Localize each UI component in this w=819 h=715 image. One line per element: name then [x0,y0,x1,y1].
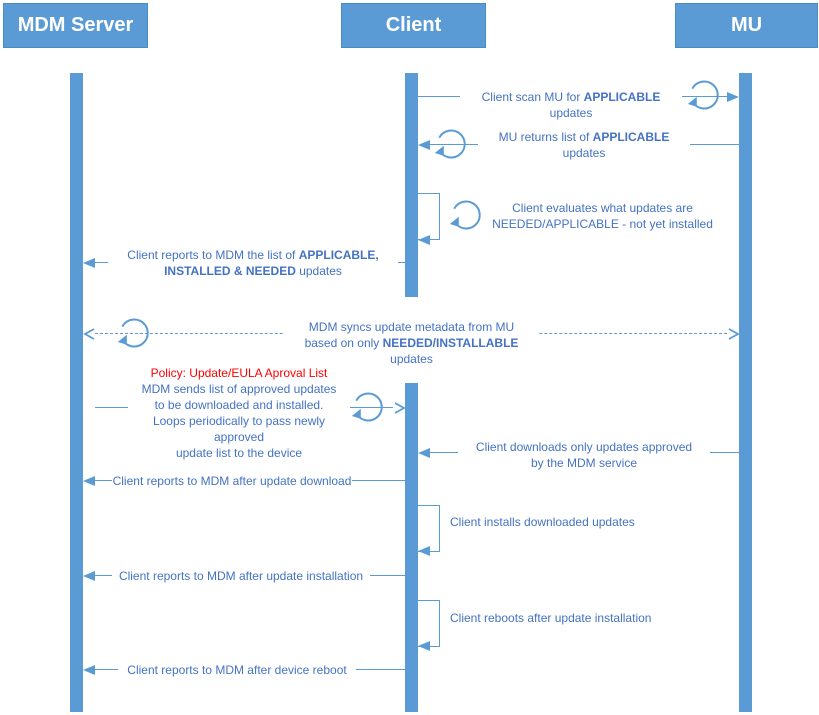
open-arrowhead-left-icon [83,328,95,340]
label-text: Client reboots after update installation [450,611,652,625]
message-label-report-reboot: Client reports to MDM after device reboo… [118,662,356,678]
arrowhead-evaluate [418,235,430,245]
self-message-bracket-reboot [418,600,440,647]
arrowhead-install [418,546,430,556]
open-arrowhead-right-icon [728,328,740,340]
message-label-downloads: Client downloads only updates approved b… [458,439,710,471]
message-label-install: Client installs downloaded updates [450,514,635,530]
arrowhead-report-reboot [83,665,95,675]
label-text: to be downloaded and installed. [154,398,324,412]
actor-mu: MU [675,3,818,48]
lifeline-client-segment-2 [405,383,418,712]
message-label-approved-updates: Policy: Update/EULA Aproval List MDM sen… [128,365,350,461]
label-text: NEEDED/APPLICABLE - not yet installed [492,217,713,231]
actor-mdm-server: MDM Server [3,3,148,48]
message-label-returns-list: MU returns list of APPLICABLE updates [478,129,690,161]
label-text: Client scan MU for [481,90,584,104]
label-text: update list to the device [175,446,303,460]
label-text-bold: APPLICABLE [583,90,661,104]
label-text: by the MDM service [530,456,638,470]
label-text: Client reports to MDM after update insta… [118,569,364,583]
label-text: MU returns list of [498,130,593,144]
loop-arrow-icon [449,200,481,230]
label-text: updates [562,146,606,160]
lifeline-mu [739,73,752,712]
self-message-bracket-evaluate [418,193,440,240]
actor-mdm-server-label: MDM Server [17,14,134,36]
arrowhead-reboot [418,641,430,651]
message-label-reboot: Client reboots after update installation [450,610,652,626]
message-label-reports-list: Client reports to MDM the list of APPLIC… [108,247,398,279]
arrowhead-downloads [418,448,430,458]
label-text: based on only [304,336,383,350]
message-label-report-download: Client reports to MDM after update downl… [112,473,352,489]
arrowhead-scan [727,92,739,102]
actor-client-label: Client [385,14,442,36]
arrowhead-report-download [83,476,95,486]
label-text: Loops periodically to pass newly approve… [152,414,326,444]
message-label-sync-metadata: MDM syncs update metadata from MU based … [284,319,539,367]
lifeline-mdm-server [70,73,83,712]
loop-arrow-icon [687,80,719,110]
label-text-bold: INSTALLED & NEEDED [164,264,296,278]
message-label-report-install: Client reports to MDM after update insta… [112,568,370,584]
label-text: Client evaluates what updates are [512,201,693,215]
loop-arrow-icon [351,392,383,422]
arrowhead-returns-list [418,140,430,150]
label-text: Client reports to MDM after device reboo… [127,663,347,677]
label-text: Client reports to MDM after update downl… [112,474,352,488]
actor-mu-label: MU [730,14,763,36]
message-label-evaluate: Client evaluates what updates are NEEDED… [490,200,715,232]
actor-client: Client [341,3,486,48]
label-text: MDM sends list of approved updates [141,382,337,396]
label-text-bold: APPLICABLE [592,130,670,144]
loop-arrow-icon [117,318,149,348]
label-text: MDM syncs update metadata from MU [308,320,515,334]
arrowhead-report-install [83,571,95,581]
label-text: updates [549,106,593,120]
label-text: Client downloads only updates approved [475,440,693,454]
open-arrowhead-right-icon [394,402,406,414]
label-text: updates [295,264,342,278]
label-text: Client reports to MDM the list of [127,248,299,262]
arrowhead-reports-list [83,258,95,268]
loop-arrow-icon [434,129,466,159]
label-text: updates [390,352,433,366]
self-message-bracket-install [418,505,440,552]
label-text: Client installs downloaded updates [450,515,635,529]
policy-title-text: Policy: Update/EULA Aproval List [150,366,328,380]
message-label-scan: Client scan MU for APPLICABLE updates [460,89,682,121]
lifeline-client-segment-1 [405,73,418,297]
label-text-bold: APPLICABLE, [298,248,379,262]
label-text-bold: NEEDED/INSTALLABLE [382,336,519,350]
